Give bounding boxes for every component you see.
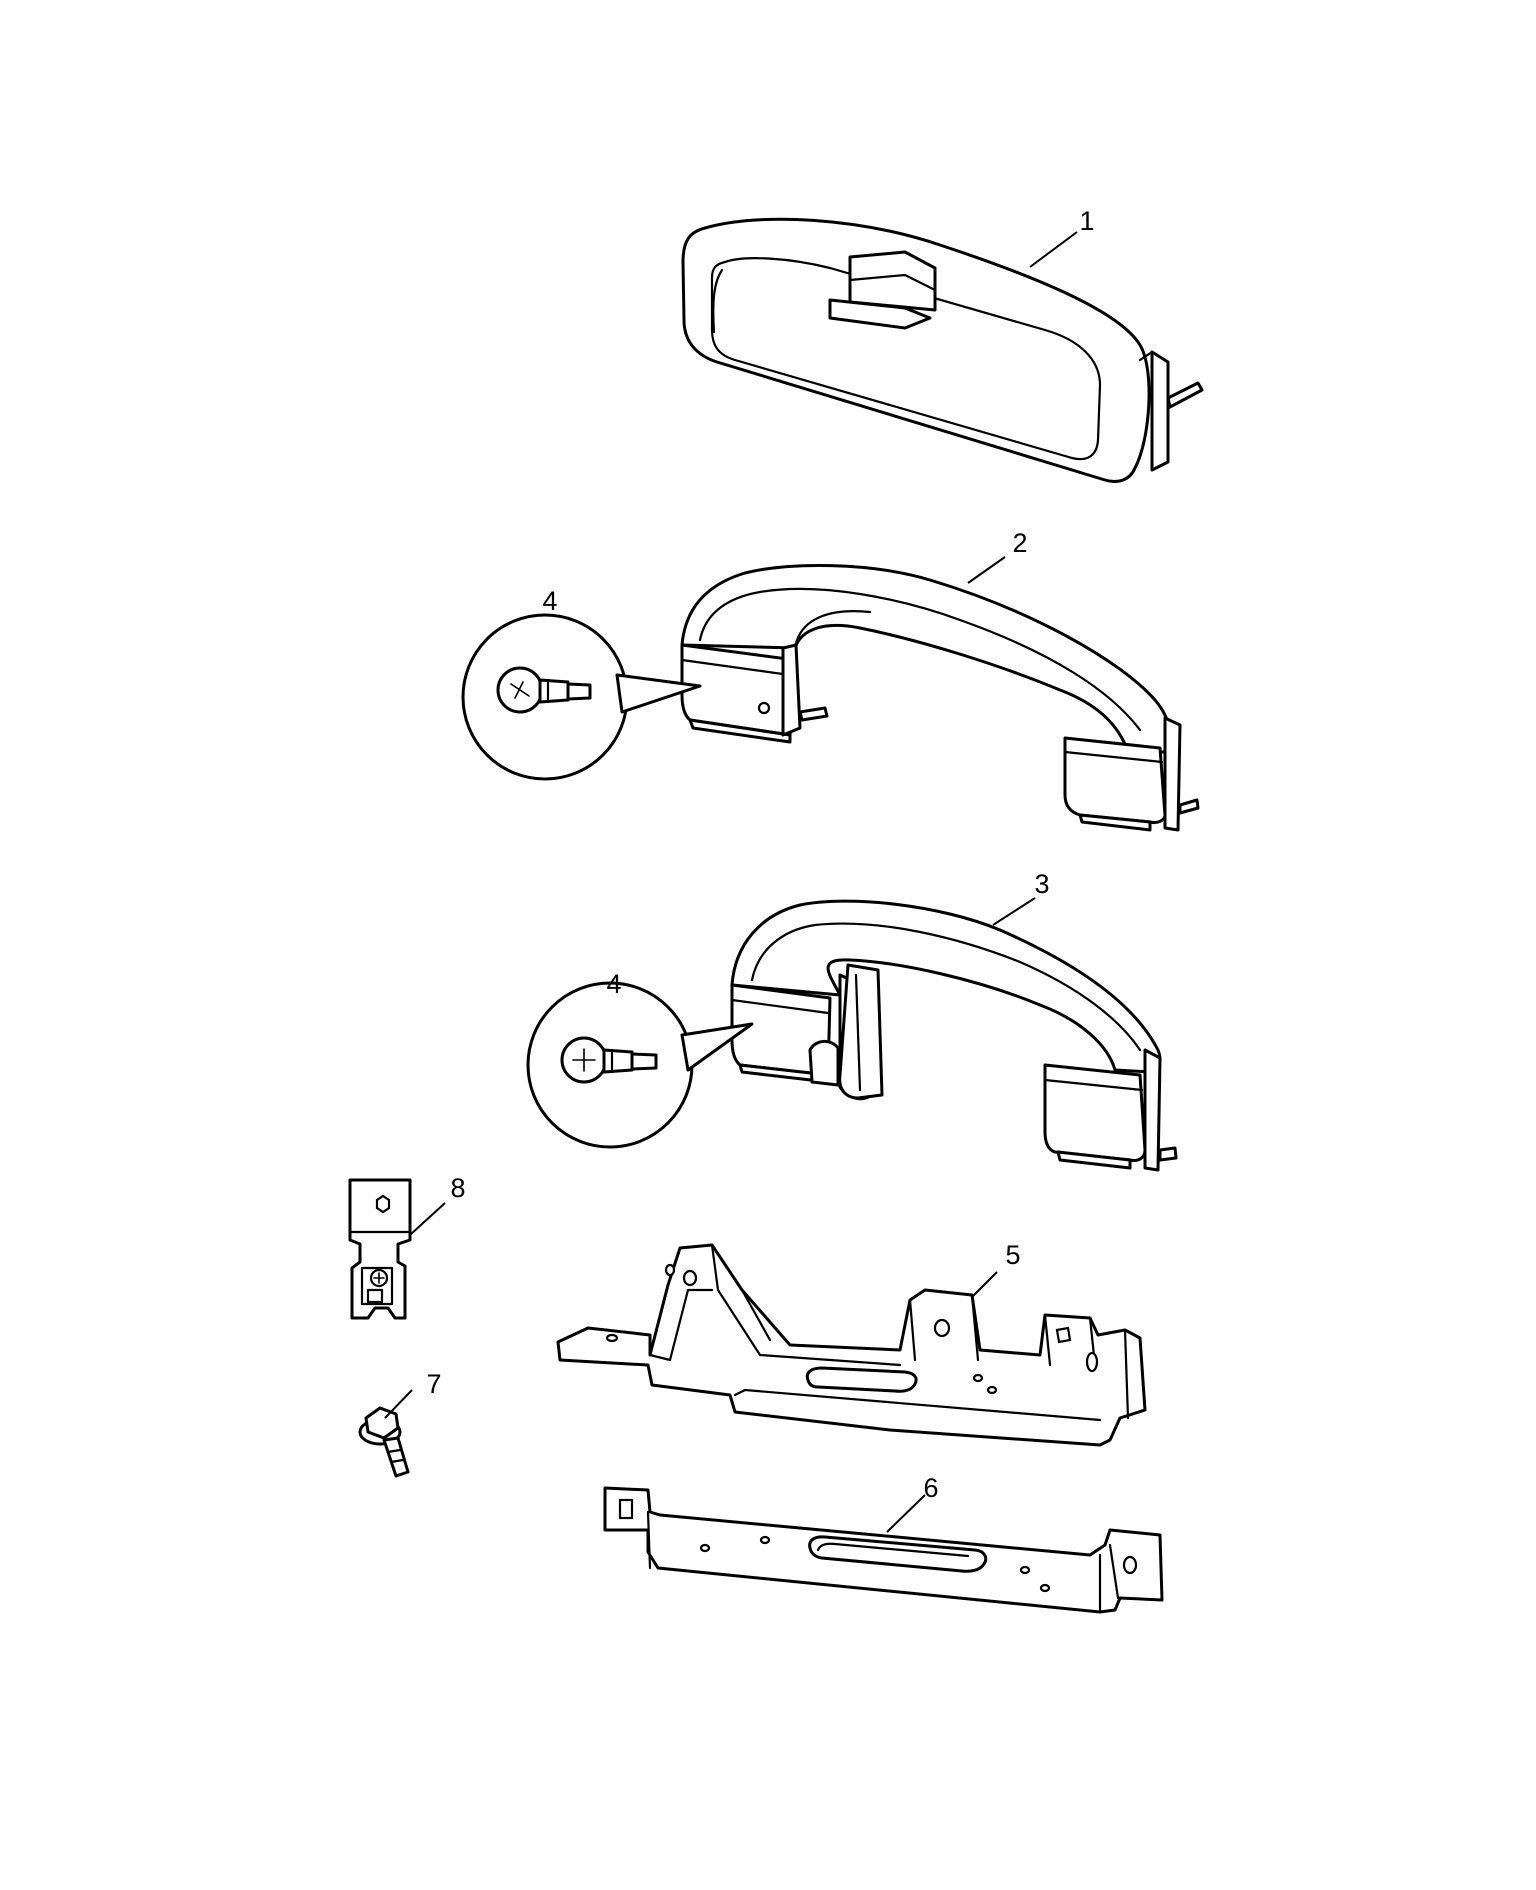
part-1-grab-handle-with-cover: [681, 217, 1204, 483]
leader-5: [971, 1271, 998, 1298]
callout-labels: 1 2 3 4 4 5 6 7 8: [426, 206, 1094, 1503]
part-4-screw-detail-lower: [526, 981, 754, 1149]
callout-8: 8: [450, 1173, 465, 1203]
callout-1: 1: [1079, 206, 1094, 236]
part-3-grab-handle-with-hook: [730, 899, 1178, 1172]
leader-6: [886, 1494, 926, 1533]
callout-6: 6: [923, 1473, 938, 1503]
leader-2: [967, 556, 1006, 584]
callout-4-upper: 4: [542, 586, 557, 616]
part-2-grab-handle: [680, 563, 1200, 832]
leader-7: [384, 1389, 413, 1419]
callout-5: 5: [1005, 1240, 1020, 1270]
leader-8: [409, 1202, 446, 1236]
leader-3: [992, 897, 1036, 926]
callout-4-lower: 4: [606, 969, 621, 999]
leader-lines: [384, 231, 1078, 1533]
part-6-reinforcement-plate: [603, 1486, 1164, 1614]
callout-3: 3: [1034, 869, 1049, 899]
part-4-screw-detail-upper: [461, 613, 702, 781]
part-5-mounting-bracket: [556, 1243, 1147, 1447]
part-8-clip: [348, 1178, 412, 1320]
part-7-flange-bolt: [358, 1406, 410, 1478]
callout-2: 2: [1012, 528, 1027, 558]
leader-1: [1029, 231, 1078, 268]
callout-7: 7: [426, 1369, 441, 1399]
